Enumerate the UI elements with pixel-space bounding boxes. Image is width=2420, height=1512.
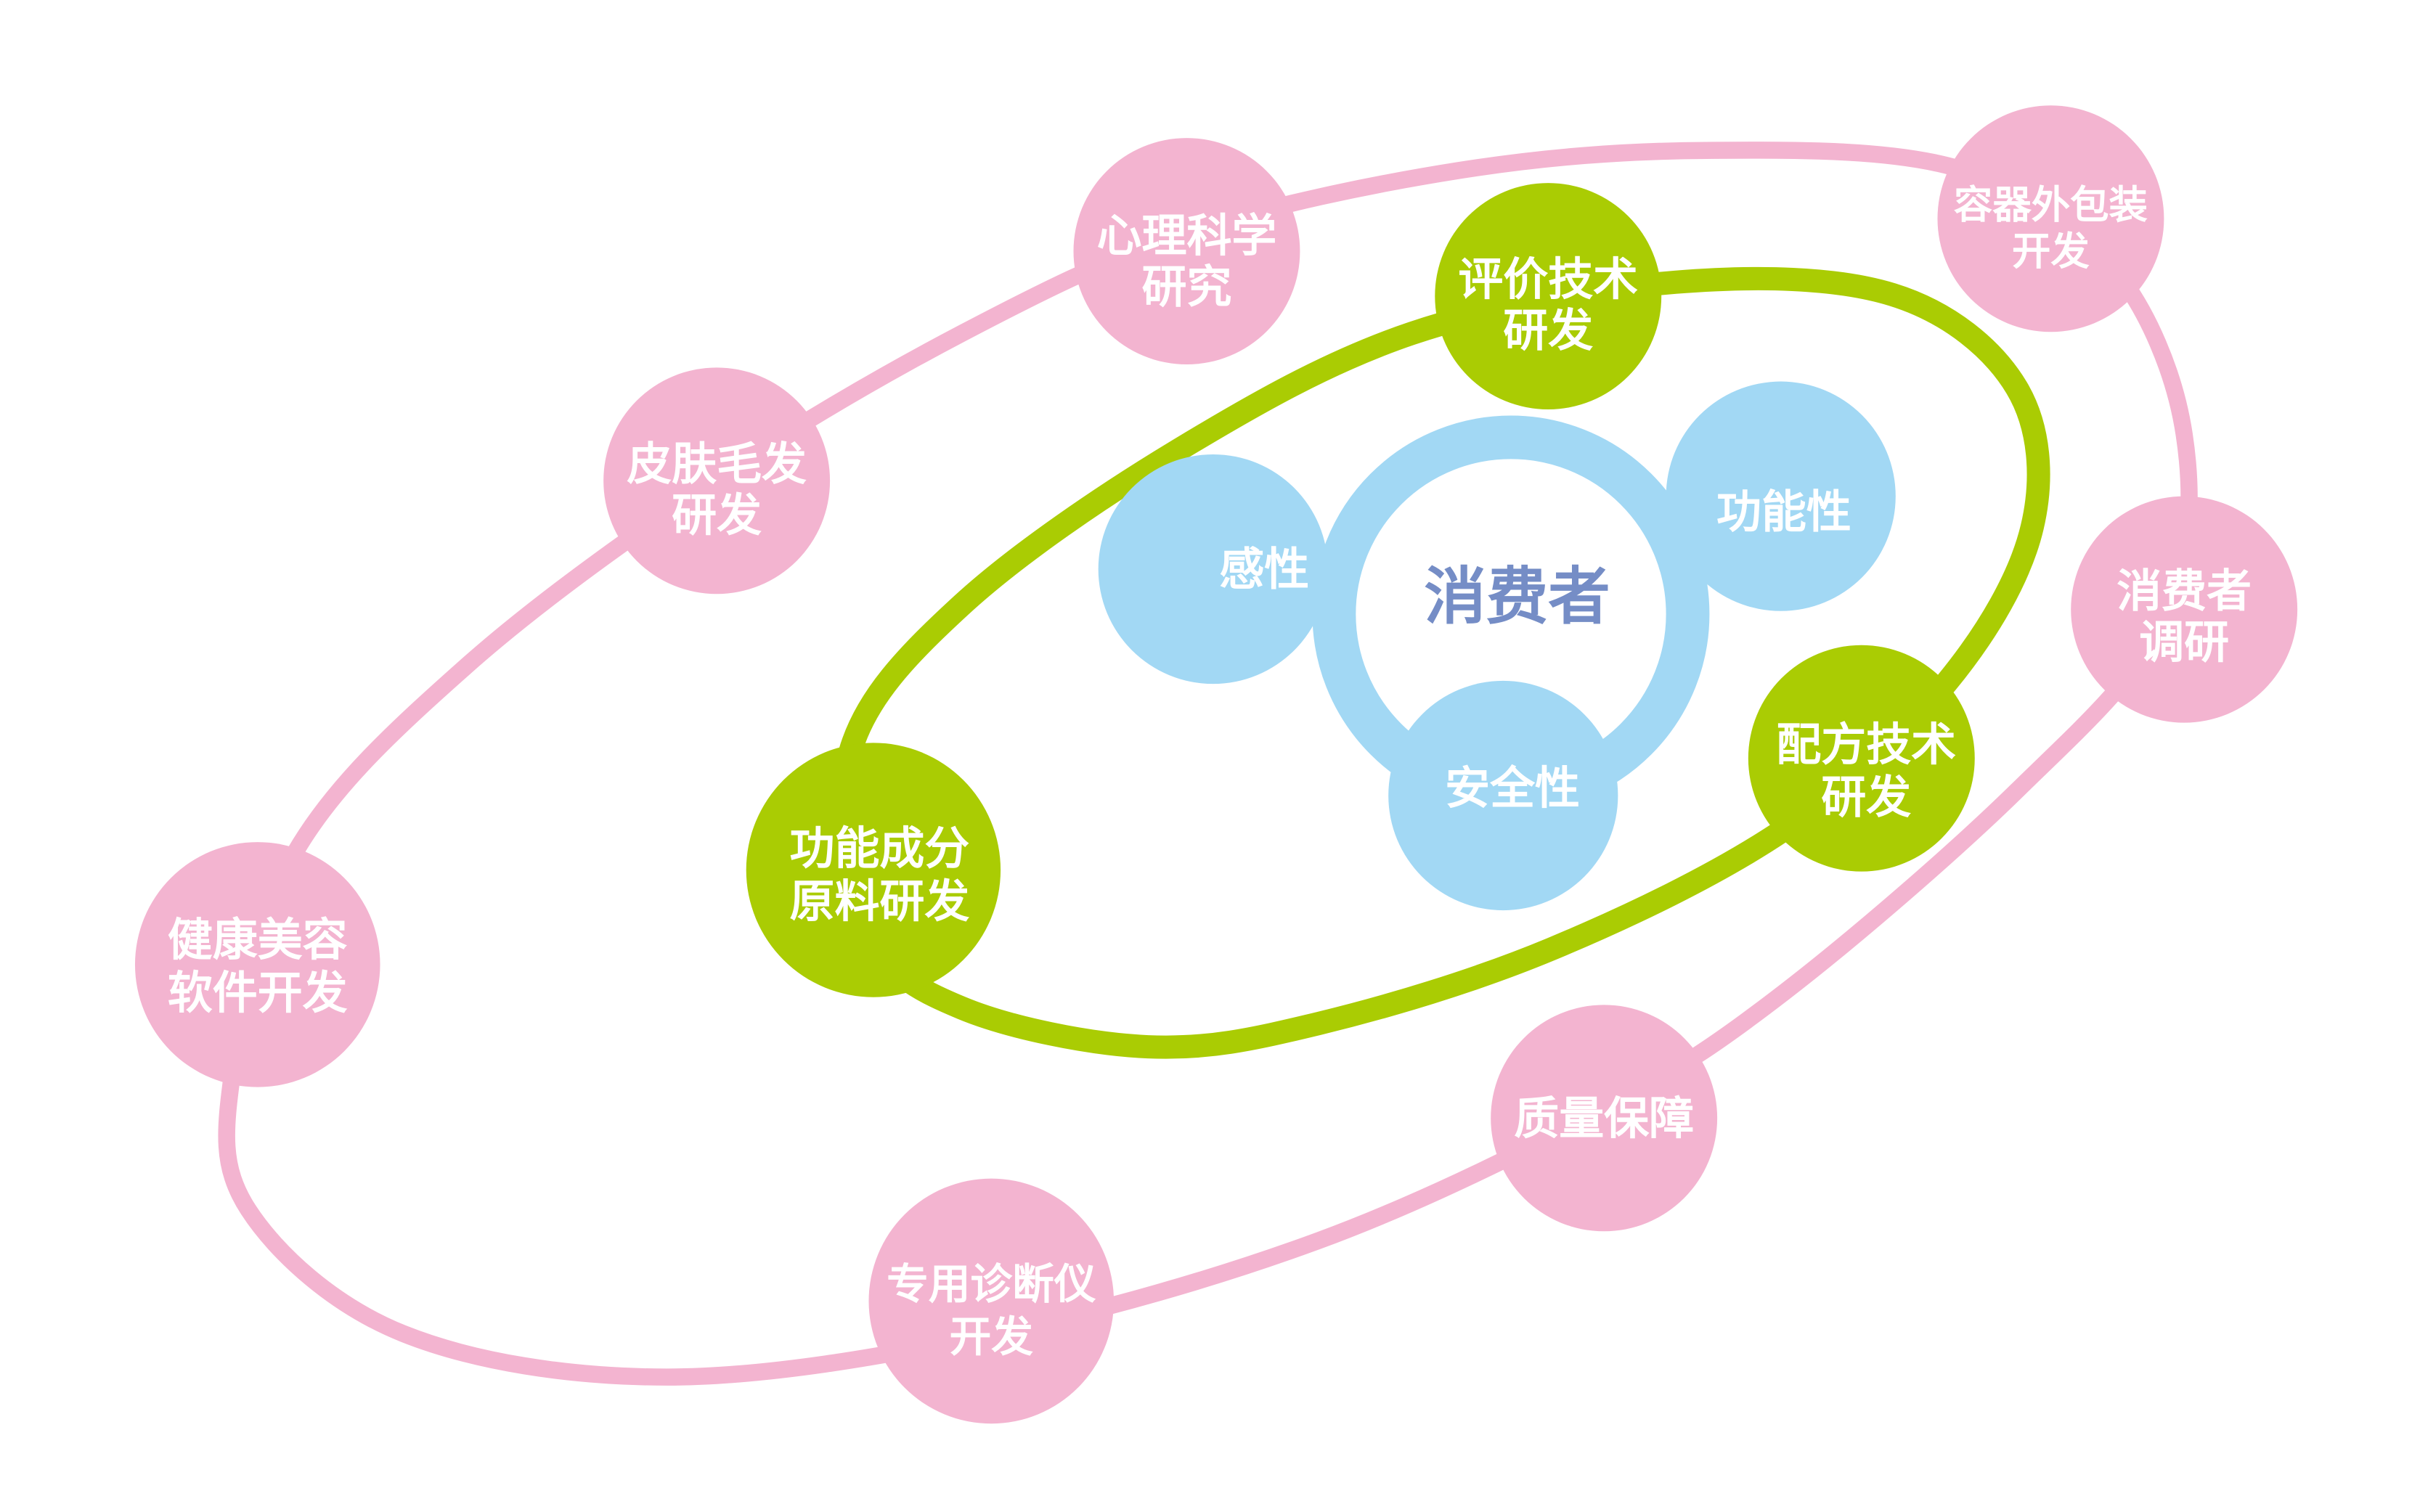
middle-node-ingredients: 功能成分 原料研发 bbox=[746, 743, 1001, 997]
inner-node-functionality: 功能性 bbox=[1666, 381, 1896, 611]
node-label-line: 调研 bbox=[2139, 616, 2229, 669]
node-label-line: 专用诊断仪 bbox=[887, 1259, 1096, 1309]
node-label-line: 心理科学 bbox=[1097, 209, 1277, 262]
inner-node-sensory: 感性 bbox=[1098, 454, 1328, 685]
outer-node-consumer-research: 消费者 调研 bbox=[2071, 496, 2298, 723]
node-label-line: 健康美容 bbox=[168, 913, 348, 966]
node-label-line: 研发 bbox=[1503, 304, 1593, 357]
node-label-line: 研发 bbox=[1821, 771, 1911, 824]
node-label-line: 原料研发 bbox=[790, 875, 970, 928]
node-label-line: 开发 bbox=[950, 1312, 1034, 1362]
inner-node-safety: 安全性 bbox=[1388, 680, 1618, 911]
outer-node-skin-hair: 皮肤毛发 研发 bbox=[603, 367, 831, 594]
node-label-line: 消费者 bbox=[2117, 564, 2252, 617]
node-label-line: 皮肤毛发 bbox=[627, 437, 807, 490]
outer-node-beauty-software: 健康美容 软件开发 bbox=[134, 842, 380, 1087]
node-label-line: 功能成分 bbox=[790, 822, 970, 875]
node-label-line: 研究 bbox=[1142, 261, 1232, 314]
outer-node-diagnostic-device: 专用诊断仪 开发 bbox=[868, 1178, 1115, 1424]
outer-node-psychology: 心理科学 研究 bbox=[1073, 138, 1300, 365]
node-label-line: 软件开发 bbox=[168, 966, 348, 1019]
outer-node-packaging: 容器外包装 开发 bbox=[1937, 105, 2164, 332]
middle-orbit-ring bbox=[832, 266, 2050, 1059]
node-label-line: 研发 bbox=[672, 489, 762, 542]
middle-node-formulation: 配方技术 研发 bbox=[1748, 645, 1975, 872]
node-label-line: 配方技术 bbox=[1776, 718, 1956, 771]
node-label: 安全性 bbox=[1445, 761, 1580, 814]
center-label: 消费者 bbox=[1424, 561, 1610, 633]
node-label-line: 质量保障 bbox=[1514, 1092, 1694, 1145]
node-label-line: 容器外包装 bbox=[1954, 182, 2148, 228]
node-label: 感性 bbox=[1219, 543, 1309, 596]
outer-node-quality-assurance: 质量保障 bbox=[1491, 1005, 1718, 1232]
node-label-line: 评价技术 bbox=[1458, 253, 1638, 306]
middle-node-evaluation: 评价技术 研发 bbox=[1435, 183, 1662, 410]
node-label-line: 开发 bbox=[2012, 229, 2090, 274]
node-label: 功能性 bbox=[1716, 486, 1851, 539]
